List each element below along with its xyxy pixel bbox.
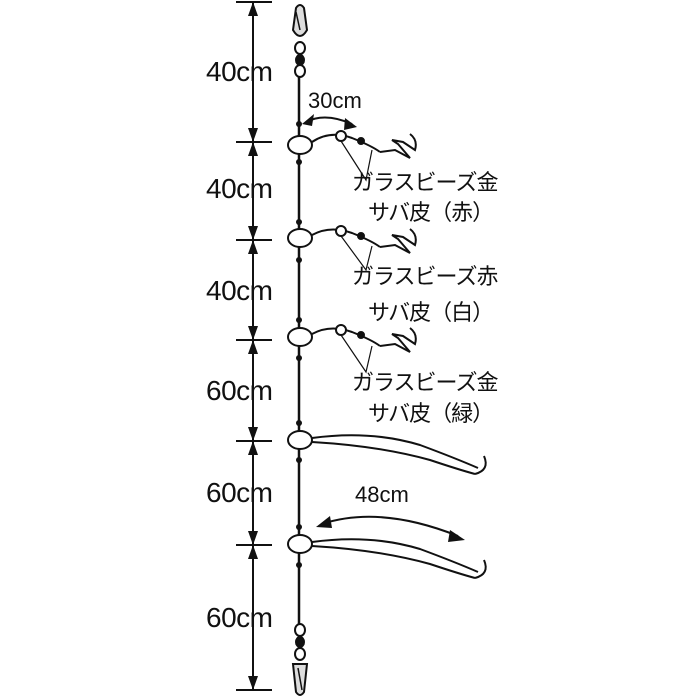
branch-1-bead-label: ガラスビーズ金 (352, 170, 498, 195)
arrow-heads (248, 2, 258, 690)
segment-label-4: 60cm (206, 375, 273, 406)
bead-icon (335, 324, 347, 336)
segment-label-6: 60cm (206, 602, 273, 633)
segment-label-5: 60cm (206, 477, 273, 508)
tick-marks (236, 1, 272, 691)
branch-1 (311, 130, 417, 159)
lower-branch-length-arrow (316, 515, 465, 542)
branch-connectors (287, 135, 313, 554)
connector-2 (287, 228, 313, 248)
branch-5 (311, 538, 487, 579)
branch-2-bead-label: ガラスビーズ赤 (352, 264, 498, 289)
lower-branch-length-label: 48cm (355, 482, 409, 507)
branch-2 (311, 225, 417, 254)
main-line-knots (296, 121, 302, 568)
connector-4 (287, 430, 313, 450)
hook-icon (474, 559, 487, 579)
connector-3 (287, 327, 313, 347)
segment-label-1: 40cm (206, 56, 273, 87)
branch-3 (311, 324, 417, 353)
hook-icon (474, 455, 487, 475)
measure-scale (236, 1, 272, 691)
weight-snap-icon (291, 623, 309, 696)
hook-icon (379, 228, 417, 254)
segment-label-2: 40cm (206, 173, 273, 204)
connector-5 (287, 534, 313, 554)
hook-icon (379, 133, 417, 159)
branch-length-label: 30cm (308, 88, 362, 113)
branch-1-skin-label: サバ皮（赤） (368, 200, 494, 225)
hook-icon (379, 327, 417, 353)
branch-3-skin-label: サバ皮（緑） (368, 401, 494, 426)
branch-length-arrow (302, 114, 357, 130)
label-leaders (340, 140, 373, 374)
branch-4 (311, 434, 487, 475)
branch-3-bead-label: ガラスビーズ金 (352, 370, 498, 395)
top-swivel-icon (291, 4, 309, 78)
bead-icon (335, 225, 347, 237)
segment-label-3: 40cm (206, 275, 273, 306)
branch-2-skin-label: サバ皮（白） (368, 300, 494, 325)
connector-1 (287, 135, 313, 155)
bead-icon (335, 130, 347, 142)
